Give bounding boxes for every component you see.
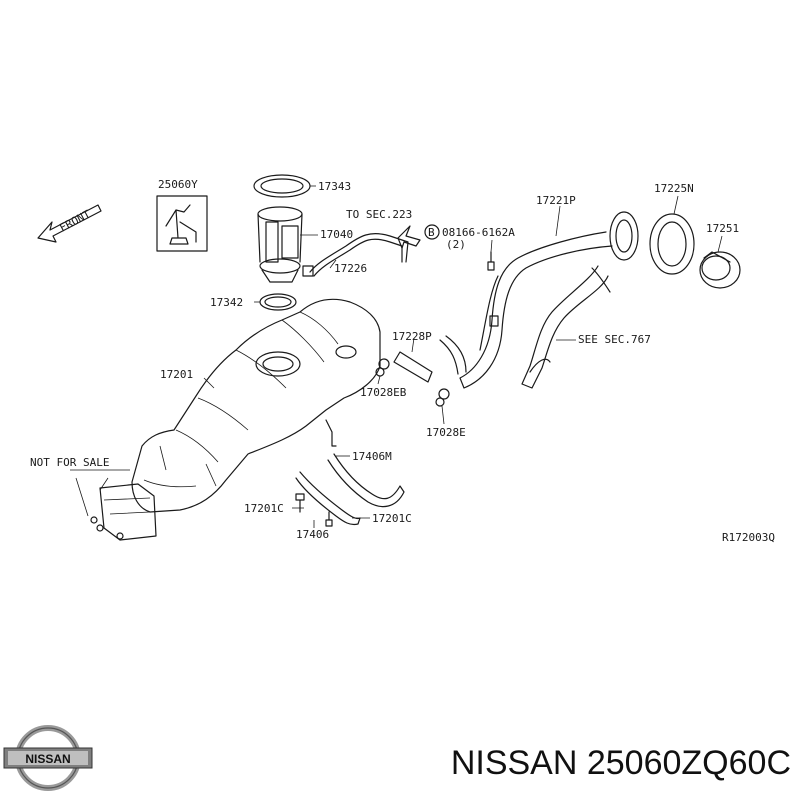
label-17228P: 17228P <box>392 330 432 343</box>
connector-hose <box>393 337 433 383</box>
breather-tube <box>521 265 611 389</box>
label-17406M: 17406M <box>352 450 392 463</box>
fuel-tank <box>131 298 381 513</box>
label-17028E: 17028E <box>426 426 466 439</box>
filler-seal <box>649 195 695 275</box>
hose-clamp-17028EB <box>375 358 390 385</box>
label-17040: 17040 <box>320 228 353 241</box>
nissan-logo: NISSAN <box>3 725 93 791</box>
bolt-icon <box>487 239 495 271</box>
label-bolt-number: 08166-6162A <box>442 226 515 239</box>
filler-tube <box>439 205 639 389</box>
label-17251: 17251 <box>706 222 739 235</box>
fuel-level-sender <box>156 195 208 252</box>
fuel-pump-assembly <box>257 206 318 283</box>
to-sec-label: TO SEC.223 <box>346 208 412 221</box>
label-17226: 17226 <box>334 262 367 275</box>
label-bolt-qty: (2) <box>446 238 466 251</box>
heat-shield <box>70 469 157 541</box>
bolt-circle-letter: B <box>428 226 435 239</box>
to-sec-arrow-icon <box>397 225 421 249</box>
front-label: FRONT <box>57 207 93 234</box>
pump-gasket <box>254 293 297 311</box>
nissan-logo-text: NISSAN <box>25 752 70 766</box>
label-17343: 17343 <box>318 180 351 193</box>
tank-strap-left <box>292 471 361 526</box>
reference-code: R172003Q <box>722 531 775 544</box>
fuel-cap <box>699 235 741 289</box>
part-number-title: NISSAN 25060ZQ60C <box>451 744 791 782</box>
hose-clamp-17028E <box>435 388 450 425</box>
front-arrow-icon <box>37 204 102 243</box>
label-17342: 17342 <box>210 296 243 309</box>
label-17028EB: 17028EB <box>360 386 407 399</box>
fuel-hose-17226 <box>302 233 409 277</box>
label-17225N: 17225N <box>654 182 694 195</box>
tank-strap-bracket <box>325 419 350 457</box>
see-sec-label: SEE SEC.767 <box>578 333 651 346</box>
label-17221P: 17221P <box>536 194 576 207</box>
not-for-sale-label: NOT FOR SALE <box>30 456 109 469</box>
bolt-circle-icon <box>424 224 440 240</box>
label-17201C-left: 17201C <box>244 502 284 515</box>
label-17201C-right: 17201C <box>372 512 412 525</box>
lock-ring <box>253 174 316 198</box>
label-25060Y: 25060Y <box>158 178 198 191</box>
label-17406: 17406 <box>296 528 329 541</box>
strap-bolt <box>295 493 333 528</box>
label-17201: 17201 <box>160 368 193 381</box>
